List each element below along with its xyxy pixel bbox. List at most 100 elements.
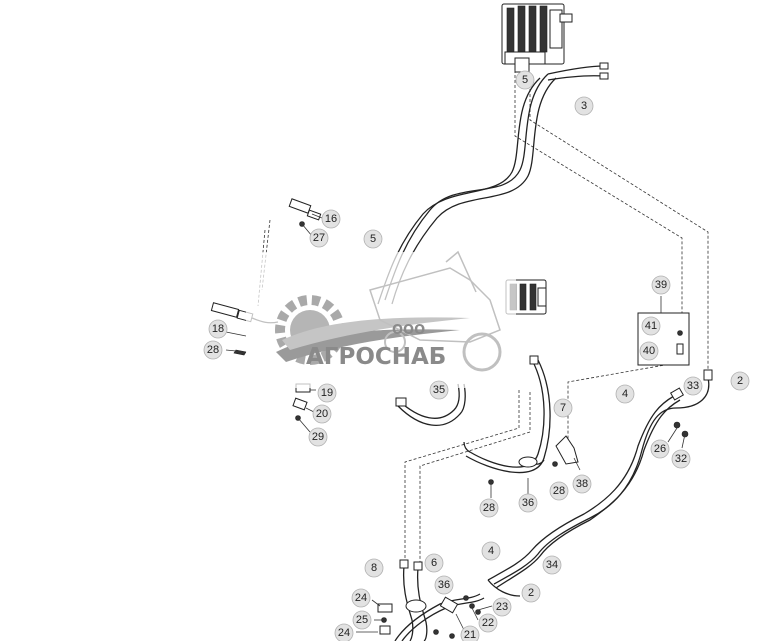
callout-number: 22 [482,617,494,629]
callout-circle [321,209,341,229]
callout-circle [352,610,372,630]
callout-24: 24 [351,588,371,608]
callout-circle [730,371,750,391]
watermark-name: АГРОСНАБ [306,344,446,370]
fitting-16-27 [288,198,323,237]
callout-26: 26 [650,439,670,459]
callout-circle [574,96,594,116]
callout-20: 20 [312,404,332,424]
callout-38: 38 [572,474,592,494]
callout-circle [615,384,635,404]
callout-number: 28 [553,485,565,497]
callout-circle [308,427,328,447]
callout-number: 39 [655,279,667,291]
callout-2: 2 [521,583,541,603]
callout-circle [203,340,223,360]
callout-19: 19 [317,383,337,403]
callout-39: 39 [651,275,671,295]
callout-number: 35 [433,384,445,396]
callout-41: 41 [641,316,661,336]
callout-number: 19 [321,387,333,399]
callout-circle [515,70,535,90]
callout-number: 20 [316,408,328,420]
callout-28: 28 [549,481,569,501]
callout-number: 6 [431,557,437,569]
control-valve-top [501,3,573,73]
callout-circle [460,625,480,641]
callout-number: 33 [687,380,699,392]
callout-circle [334,623,354,641]
callout-circle [572,474,592,494]
callout-number: 26 [654,443,666,455]
callout-number: 16 [325,213,337,225]
fastener-26-32 [667,421,689,449]
callout-circle [364,558,384,578]
callout-21: 21 [460,625,480,641]
callout-number: 29 [312,431,324,443]
callout-circle [208,319,228,339]
callout-circle [479,498,499,518]
callout-number: 32 [675,453,687,465]
bracket-38 [552,435,581,471]
callout-number: 4 [488,545,494,557]
callout-number: 3 [581,100,587,112]
callout-40: 40 [639,341,659,361]
callout-circle [424,553,444,573]
callout-number: 18 [212,323,224,335]
fitting-19-20-29 [292,383,316,433]
callout-6: 6 [424,553,444,573]
callout-circle [553,398,573,418]
callout-number: 28 [207,344,219,356]
callout-number: 5 [370,233,376,245]
callout-circle [641,316,661,336]
callout-circle [351,588,371,608]
callout-16: 16 [321,209,341,229]
callout-circle [312,404,332,424]
callout-number: 24 [338,627,350,639]
callout-number: 41 [645,320,657,332]
callout-36: 36 [434,575,454,595]
callout-28: 28 [479,498,499,518]
callout-number: 5 [522,74,528,86]
callout-27: 27 [309,228,329,248]
fitting-group-bottom [356,595,493,639]
callout-number: 27 [313,232,325,244]
callout-number: 2 [528,587,534,599]
callout-circle [639,341,659,361]
callout-25: 25 [352,610,372,630]
callout-circle [481,541,501,561]
fitting-18-28 [210,302,279,356]
callout-22: 22 [478,613,498,633]
callout-33: 33 [683,376,703,396]
callout-35: 35 [429,380,449,400]
callout-circle [492,597,512,617]
callout-number: 36 [438,579,450,591]
watermark-logo: ООО АГРОСНАБ [246,250,516,388]
callout-number: 24 [355,592,367,604]
hose-assembly-2-4 [487,369,713,597]
callout-24: 24 [334,623,354,641]
callout-number: 36 [522,497,534,509]
callout-number: 28 [483,502,495,514]
callout-number: 38 [576,478,588,490]
callout-number: 23 [496,601,508,613]
callout-circle [549,481,569,501]
callout-circle [542,555,562,575]
callout-8: 8 [364,558,384,578]
callout-circle [317,383,337,403]
callout-circle [478,613,498,633]
callout-3: 3 [574,96,594,116]
callout-circle [429,380,449,400]
hose-35 [395,383,466,426]
callout-4: 4 [481,541,501,561]
callout-circle [671,449,691,469]
callout-34: 34 [542,555,562,575]
callout-18: 18 [208,319,228,339]
callout-5: 5 [515,70,535,90]
hose-7 [463,355,551,474]
callout-number: 21 [464,629,476,641]
callout-number: 40 [643,345,655,357]
callout-4: 4 [615,384,635,404]
